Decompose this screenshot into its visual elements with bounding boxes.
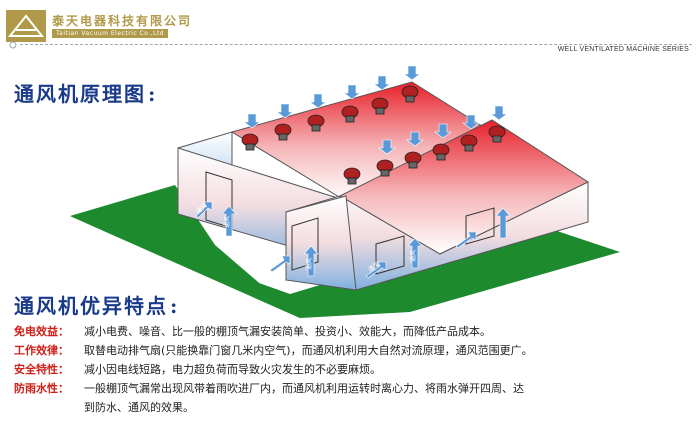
intake-arrow-icon	[269, 255, 291, 273]
building2-wall-left	[285, 195, 357, 291]
turbine-vent-icon	[401, 85, 419, 103]
diagram-section-title: 通风机原理图	[14, 82, 146, 106]
exhaust-arrow-icon	[373, 75, 391, 91]
feature-text: 减小电费、噪音、比一般的棚顶气漏安装简单、投资小、效能大，而降低产品成本。	[84, 325, 491, 338]
intake-arrow-icon	[455, 231, 477, 249]
exhaust-arrow-icon	[343, 84, 361, 100]
feature-label: 工作效律：	[14, 344, 69, 357]
feature-item: 安全特性： 减小因电线短路，电力超负荷而导致火灾发生的不必要麻烦。	[14, 360, 694, 379]
roof1-turbine-vents	[241, 85, 419, 151]
feature-text-continued: 到防水、通风的效果。	[84, 401, 194, 414]
turbine-vent-icon	[376, 159, 394, 177]
diagram-section-colon: :	[148, 82, 158, 106]
features-section-title: 通风机优异特点	[14, 294, 168, 318]
company-name-cn: 泰天电器科技有限公司	[52, 14, 193, 28]
intake-arrows	[195, 201, 511, 279]
diagram-section-heading: 通风机原理图:	[14, 78, 157, 107]
turbine-vent-icon	[241, 133, 259, 151]
roof2-turbine-vents	[343, 125, 506, 185]
features-list: 免电效益： 减小电费、噪音、比一般的棚顶气漏安装简单、投资小、效能大，而降低产品…	[14, 322, 694, 417]
header-line-dot-icon	[9, 41, 17, 49]
header-divider	[20, 44, 692, 45]
company-logo: 泰天电器科技有限公司 Taitian Vacuum Electric Co.,L…	[6, 10, 216, 46]
exhaust-arrow-icon	[276, 103, 294, 119]
turbine-vent-icon	[488, 125, 506, 143]
logo-mark-icon	[6, 10, 46, 42]
turbine-vent-icon	[371, 97, 389, 115]
intake-arrow-icon	[303, 245, 319, 277]
exhaust-arrows	[243, 65, 508, 155]
building2-side-door	[291, 217, 319, 271]
feature-item: 工作效律： 取替电动排气扇(只能换靠门窗几米内空气)，而通风机利用大自然对流原理…	[14, 341, 694, 360]
feature-item: 免电效益： 减小电费、噪音、比一般的棚顶气漏安装简单、投资小、效能大，而降低产品…	[14, 322, 694, 341]
airflow-label: 通风	[223, 216, 231, 228]
feature-label: 安全特性：	[14, 363, 69, 376]
intake-arrow-icon	[195, 201, 213, 219]
intake-arrow-icon	[495, 207, 511, 239]
feature-text: 减小因电线短路，电力超负荷而导致火灾发生的不必要麻烦。	[84, 363, 381, 376]
turbine-vent-icon	[432, 143, 450, 161]
building2-door-left	[375, 235, 405, 275]
feature-text: 取替电动排气扇(只能换靠门窗几米内空气)，而通风机利用大自然对流原理，通风范围更…	[84, 344, 533, 357]
ground-plane-left	[70, 185, 300, 318]
feature-label: 免电效益：	[14, 325, 69, 338]
airflow-label: 通风	[409, 250, 417, 262]
turbine-vent-icon	[307, 114, 325, 132]
exhaust-arrow-icon	[434, 123, 452, 139]
turbine-vent-icon	[274, 123, 292, 141]
exhaust-arrow-icon	[378, 139, 396, 155]
exhaust-arrow-icon	[243, 113, 261, 129]
feature-text: 一般棚顶气漏常出现风带着雨吹进厂内，而通风机利用运转时离心力、将雨水弹开四周、达	[84, 382, 524, 395]
turbine-vent-icon	[341, 105, 359, 123]
feature-item: 防雨水性： 一般棚顶气漏常出现风带着雨吹进厂内，而通风机利用运转时离心力、将雨水…	[14, 379, 694, 417]
turbine-vent-icon	[343, 167, 361, 185]
exhaust-arrow-icon	[462, 114, 480, 130]
turbine-vent-icon	[404, 151, 422, 169]
intake-arrow-icon	[221, 205, 237, 237]
intake-arrow-icon	[407, 237, 423, 269]
exhaust-arrow-icon	[490, 105, 508, 121]
airflow-label: 通风	[305, 258, 313, 270]
company-name-en: Taitian Vacuum Electric Co.,Ltd	[52, 29, 169, 38]
building2-door-right	[465, 207, 495, 245]
features-section-heading: 通风机优异特点:	[14, 290, 179, 319]
exhaust-arrow-icon	[309, 93, 327, 109]
series-title: WELL VENTILATED MACHINE SERIES	[557, 46, 689, 53]
turbine-vent-icon	[460, 134, 478, 152]
feature-label: 防雨水性：	[14, 382, 69, 395]
features-section-colon: :	[170, 294, 180, 318]
exhaust-arrow-icon	[406, 131, 424, 147]
intake-arrow-icon	[365, 261, 387, 279]
exhaust-arrow-icon	[403, 65, 421, 81]
